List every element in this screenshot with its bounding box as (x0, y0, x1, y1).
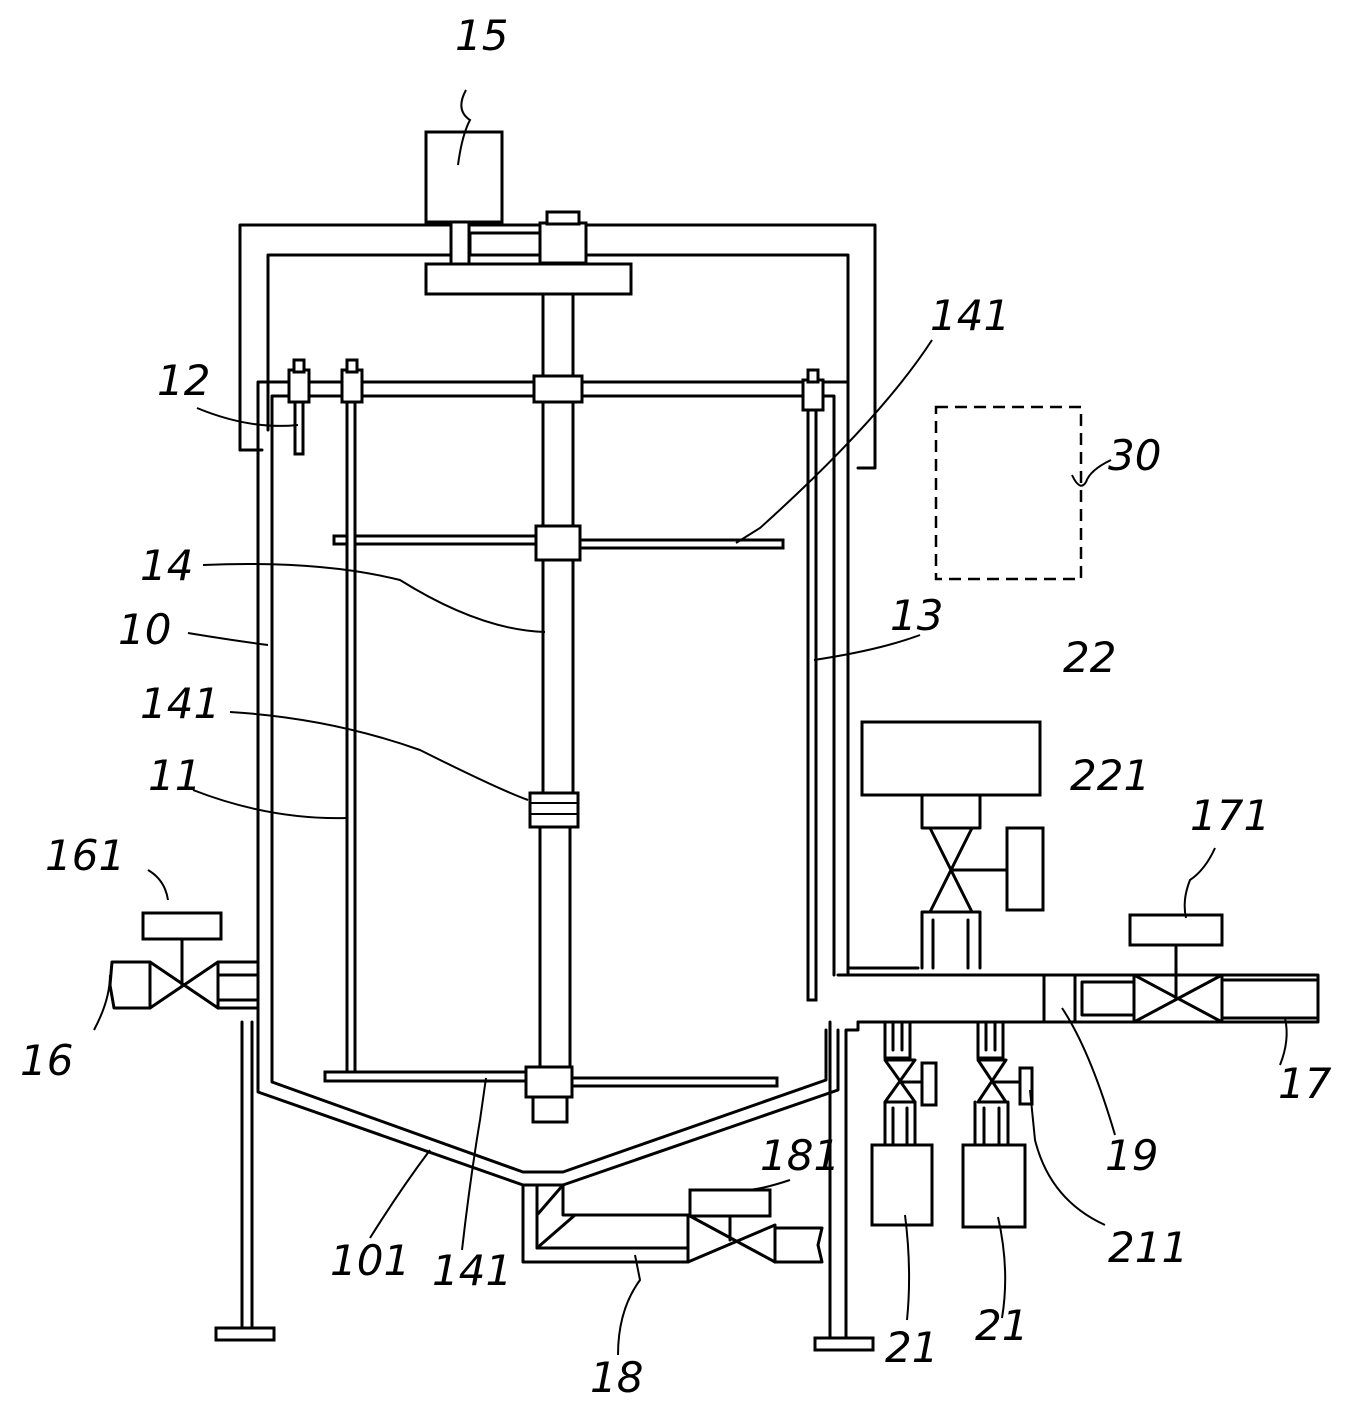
agitator-blades-141 (323, 534, 785, 1088)
left-inlet-16 (108, 960, 260, 1010)
label-21-right: 21 (975, 1301, 1028, 1350)
label-17: 17 (1278, 1059, 1332, 1108)
probe-12 (287, 358, 311, 456)
label-15: 15 (455, 11, 508, 60)
container-21-right (961, 1020, 1034, 1229)
leader-lines (93, 89, 1288, 1356)
label-18: 18 (590, 1353, 643, 1402)
label-181: 181 (760, 1131, 840, 1180)
label-22: 22 (1063, 633, 1116, 682)
actuator-221 (1005, 826, 1045, 912)
label-211: 211 (1108, 1223, 1188, 1272)
actuator-171 (1128, 913, 1224, 1000)
label-171: 171 (1190, 791, 1270, 840)
label-30: 30 (1108, 431, 1161, 480)
reference-labels: 15 141 12 30 14 10 13 22 141 221 11 161 … (20, 11, 1332, 1402)
label-141-top: 141 (930, 291, 1010, 340)
right-outlet-pipe-19 (836, 966, 1320, 1024)
actuator-181 (688, 1188, 772, 1242)
label-13: 13 (890, 591, 943, 640)
label-141-bot: 141 (432, 1246, 512, 1295)
label-16: 16 (20, 1036, 73, 1085)
container-21-left (870, 1020, 938, 1227)
bottom-outlet-18 (521, 1183, 824, 1264)
label-10: 10 (118, 605, 171, 654)
label-141-mid: 141 (140, 679, 220, 728)
rod-13 (801, 368, 825, 1002)
label-161: 161 (45, 831, 125, 880)
drive-gear-assembly (424, 210, 633, 296)
label-19: 19 (1105, 1131, 1158, 1180)
controller-box-30 (934, 405, 1083, 581)
label-221: 221 (1070, 751, 1150, 800)
rod-11 (340, 358, 364, 1074)
actuator-161 (141, 911, 223, 987)
label-14: 14 (140, 541, 193, 590)
label-21-left: 21 (885, 1323, 938, 1372)
agitator-shaft-14 (524, 292, 584, 1124)
label-11: 11 (148, 751, 201, 800)
device-22 (860, 720, 1042, 970)
label-12: 12 (157, 356, 210, 405)
label-101: 101 (330, 1236, 410, 1285)
support-legs (214, 1020, 875, 1352)
